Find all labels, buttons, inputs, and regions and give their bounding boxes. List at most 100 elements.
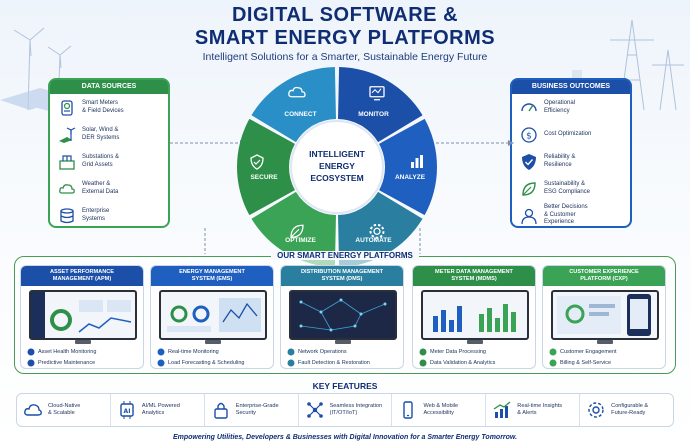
business-outcomes-panel: BUSINESS OUTCOMES Operational Efficiency… <box>510 78 632 228</box>
platform-feature: Customer Engagement <box>549 348 617 356</box>
data-source-item: Substations & Grid Assets <box>50 148 168 175</box>
wheel-label-connect: CONNECT <box>284 111 316 118</box>
key-feature-item: AI AI/ML Powered Analytics <box>111 394 205 426</box>
platforms-heading: OUR SMART ENERGY PLATFORMS <box>271 251 419 260</box>
platform-card-dms[interactable]: DISTRIBUTION MANAGEMENT SYSTEM (DMS) Net… <box>280 265 404 369</box>
key-features-heading: KEY FEATURES <box>312 381 378 391</box>
key-feature-item: Enterprise-Grade Security <box>205 394 299 426</box>
platform-feature: Real-time Monitoring <box>157 348 219 356</box>
data-sources-title: DATA SOURCES <box>50 80 168 94</box>
key-feature-label: Cloud-Native & Scalable <box>48 403 81 416</box>
feature-bullet-icon <box>157 348 165 356</box>
platform-title: DISTRIBUTION MANAGEMENT SYSTEM (DMS) <box>281 266 403 286</box>
outcome-label: Better Decisions & Customer Experience <box>544 204 588 226</box>
data-source-label: Solar, Wind & DER Systems <box>82 127 120 141</box>
footer-tagline: Empowering Utilities, Developers & Busin… <box>172 434 518 441</box>
wheel-segment-connect[interactable] <box>251 67 336 143</box>
platform-feature: Fault Detection & Restoration <box>287 359 370 367</box>
platform-title: METER DATA MANAGEMENT SYSTEM (MDMS) <box>413 266 535 286</box>
feature-bullet-icon <box>27 348 35 356</box>
svg-text:AI: AI <box>123 408 130 415</box>
key-feature-item: Configurable & Future-Ready <box>580 394 673 426</box>
business-outcomes-title: BUSINESS OUTCOMES <box>512 80 630 94</box>
key-feature-label: Real-time Insights & Alerts <box>517 403 563 416</box>
outcome-label: Sustainability & ESG Compliance <box>544 181 591 195</box>
feature-bullet-icon <box>549 348 557 356</box>
wheel-segment-analyze[interactable] <box>379 118 437 216</box>
leaf-icon <box>290 224 304 238</box>
wheel-segment-automate[interactable] <box>338 191 423 267</box>
network-icon <box>306 402 323 418</box>
data-source-item: Solar, Wind & DER Systems <box>50 121 168 148</box>
key-feature-item: Seamless Integration (IT/OT/IoT) <box>299 394 393 426</box>
ecosystem-title-line3: ECOSYSTEM <box>310 173 363 183</box>
mobile-icon <box>403 401 414 419</box>
cloud-icon <box>288 86 306 98</box>
platform-feature: Billing & Self-Service <box>549 359 611 367</box>
outcome-item: Better Decisions & Customer Experience <box>512 202 630 229</box>
data-source-label: Weather & External Data <box>82 181 119 195</box>
leaf-icon <box>522 181 536 196</box>
bar-chart-icon <box>411 155 423 168</box>
ems-dashboard-screenshot <box>159 290 267 340</box>
key-feature-label: Enterprise-Grade Security <box>235 403 279 416</box>
feature-bullet-icon <box>157 359 165 367</box>
feature-bullet-icon <box>419 359 427 367</box>
platform-title: ENERGY MANAGEMENT SYSTEM (EMS) <box>151 266 273 286</box>
data-source-label: Substations & Grid Assets <box>82 154 120 168</box>
platform-feature: Predictive Maintenance <box>27 359 95 367</box>
key-feature-label: AI/ML Powered Analytics <box>141 403 180 416</box>
cost-icon: $ <box>521 126 537 143</box>
outcome-label: Reliability & Resilience <box>544 154 576 168</box>
data-source-label: Smart Meters & Field Devices <box>82 100 124 114</box>
data-source-item: Enterprise Systems <box>50 202 168 229</box>
wheel-label-analyze: ANALYZE <box>395 174 426 181</box>
data-sources-panel: DATA SOURCES Smart Meters & Field Device… <box>48 78 170 228</box>
page-subtitle: Intelligent Solutions for a Smarter, Sus… <box>202 51 488 63</box>
key-feature-label: Configurable & Future-Ready <box>611 403 649 416</box>
svg-text:$: $ <box>526 131 532 141</box>
platform-card-cxp[interactable]: CUSTOMER EXPERIENCE PLATFORM (CXP) Custo… <box>542 265 666 369</box>
key-feature-item: Web & Mobile Accessibility <box>392 394 487 426</box>
wheel-label-monitor: MONITOR <box>358 111 389 118</box>
outcome-label: Operational Efficiency <box>544 100 576 114</box>
page-title-line2: SMART ENERGY PLATFORMS <box>194 27 496 49</box>
ai-chip-icon: AI <box>120 401 134 419</box>
ecosystem-title-line1: INTELLIGENT <box>309 149 366 159</box>
outcome-item: Operational Efficiency <box>512 94 630 121</box>
key-feature-label: Seamless Integration (IT/OT/IoT) <box>329 403 383 416</box>
data-source-label: Enterprise Systems <box>82 208 110 222</box>
feature-bullet-icon <box>549 359 557 367</box>
platform-title: CUSTOMER EXPERIENCE PLATFORM (CXP) <box>543 266 665 286</box>
mdms-dashboard-screenshot <box>421 290 529 340</box>
efficiency-icon <box>521 102 537 111</box>
wheel-segment-secure[interactable] <box>237 118 295 216</box>
feature-bullet-icon <box>287 348 295 356</box>
substation-icon <box>59 154 75 170</box>
outcome-label: Cost Optimization <box>544 130 592 137</box>
platform-title: ASSET PERFORMANCE MANAGEMENT (APM) <box>21 266 143 286</box>
shield-icon <box>250 154 264 170</box>
ecosystem-title-line2: ENERGY <box>319 161 355 171</box>
solar-wind-icon <box>59 126 76 143</box>
settings-icon <box>588 402 604 418</box>
outcome-item: Sustainability & ESG Compliance <box>512 175 630 202</box>
wheel-segment-monitor[interactable] <box>338 67 423 143</box>
dms-network-map-screenshot <box>289 290 397 340</box>
cxp-dashboard-screenshot <box>551 290 659 340</box>
platform-card-apm[interactable]: ASSET PERFORMANCE MANAGEMENT (APM) Asset… <box>20 265 144 369</box>
trend-icon <box>493 401 511 418</box>
platform-card-mdms[interactable]: METER DATA MANAGEMENT SYSTEM (MDMS) Mete… <box>412 265 536 369</box>
feature-bullet-icon <box>287 359 295 367</box>
monitor-icon <box>369 86 385 101</box>
platform-feature: Load Forecasting & Scheduling <box>157 359 244 367</box>
smart-meter-icon <box>61 99 73 116</box>
feature-bullet-icon <box>27 359 35 367</box>
apm-dashboard-screenshot <box>29 290 137 340</box>
feature-bullet-icon <box>419 348 427 356</box>
intelligent-energy-ecosystem-wheel: MONITORANALYZEAUTOMATEOPTIMIZESECURECONN… <box>237 67 437 267</box>
platform-card-ems[interactable]: ENERGY MANAGEMENT SYSTEM (EMS) Real-time… <box>150 265 274 369</box>
key-feature-item: Cloud-Native & Scalable <box>17 394 111 426</box>
outcome-item: Reliability & Resilience <box>512 148 630 175</box>
platform-feature: Data Validation & Analytics <box>419 359 495 367</box>
